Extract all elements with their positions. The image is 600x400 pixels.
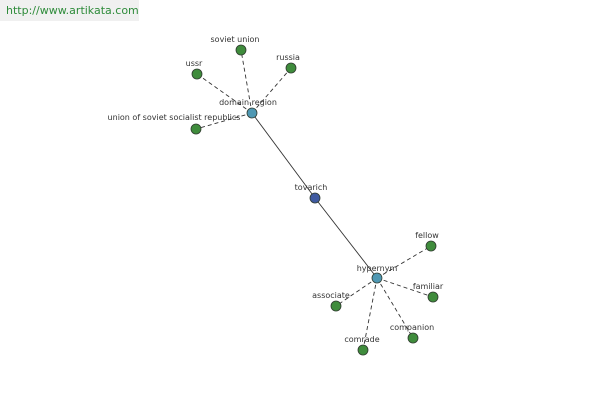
- relation-node-domain-region[interactable]: [246, 107, 258, 119]
- leaf-node-companion[interactable]: [407, 332, 419, 344]
- edge-hypernym-associate: [335, 277, 378, 307]
- relation-label-hypernym[interactable]: hypernym: [357, 264, 398, 273]
- edge-tovarich-domain-region: [251, 112, 316, 199]
- leaf-label-familiar[interactable]: familiar: [413, 282, 444, 291]
- leaf-node-soviet-union[interactable]: [235, 44, 247, 56]
- leaf-label-russia[interactable]: russia: [276, 53, 300, 62]
- edge-hypernym-familiar: [376, 277, 434, 298]
- relation-label-domain-region[interactable]: domain region: [219, 98, 277, 107]
- leaf-node-ussr[interactable]: [191, 68, 203, 80]
- leaf-label-associate[interactable]: associate: [312, 291, 350, 300]
- edge-domain-region-russia: [251, 67, 292, 114]
- graph-labels: soviet union russia ussr union of soviet so…: [108, 35, 444, 344]
- edge-hypernym-fellow: [376, 245, 432, 279]
- leaf-label-fellow[interactable]: fellow: [415, 231, 439, 240]
- leaf-node-union-of-soviet-socialist-republics[interactable]: [190, 123, 202, 135]
- leaf-label-ussr[interactable]: ussr: [186, 59, 203, 68]
- edge-tovarich-hypernym: [314, 197, 378, 279]
- leaf-node-fellow[interactable]: [425, 240, 437, 252]
- edge-hypernym-comrade: [362, 277, 378, 351]
- graph-edges: [195, 49, 434, 351]
- graph-nodes: [190, 44, 439, 356]
- leaf-label-companion[interactable]: companion: [390, 323, 434, 332]
- leaf-node-comrade[interactable]: [357, 344, 369, 356]
- edge-domain-region-union-of-soviet-socialist-republics: [195, 112, 253, 130]
- edge-hypernym-companion: [376, 277, 414, 339]
- leaf-node-russia[interactable]: [285, 62, 297, 74]
- center-node-tovarich[interactable]: [309, 192, 321, 204]
- leaf-node-associate[interactable]: [330, 300, 342, 312]
- leaf-label-soviet-union[interactable]: soviet union: [211, 35, 260, 44]
- center-label-tovarich[interactable]: tovarich: [295, 183, 328, 192]
- edge-domain-region-soviet-union: [240, 49, 253, 114]
- relation-node-hypernym[interactable]: [371, 272, 383, 284]
- watermark-url: http://www.artikata.com: [0, 0, 139, 21]
- leaf-label-comrade[interactable]: comrade: [344, 335, 379, 344]
- leaf-label-union-of-soviet-socialist-republics[interactable]: union of soviet socialist republics: [108, 113, 241, 122]
- edge-domain-region-ussr: [196, 73, 253, 114]
- leaf-node-familiar[interactable]: [427, 291, 439, 303]
